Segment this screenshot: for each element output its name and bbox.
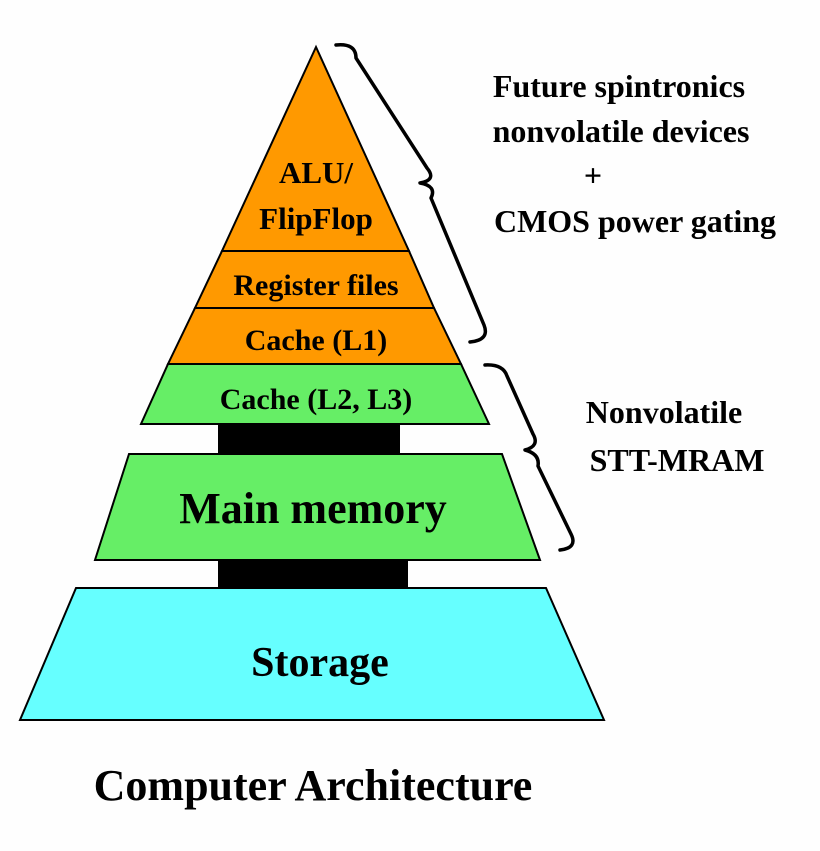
level-cache-l2-l3 (139, 363, 491, 425)
label-alu: ALU/ (279, 155, 353, 190)
brace-spintronics (334, 43, 488, 344)
note-stt-line1: Nonvolatile (586, 394, 742, 430)
label-flipflop: FlipFlop (259, 201, 373, 236)
level-storage (18, 587, 606, 721)
connector-main-storage (218, 560, 408, 588)
diagram-title: Computer Architecture (94, 761, 533, 810)
label-cache-l2-l3: Cache (L2, L3) (220, 383, 412, 416)
note-spintronics-line1: Future spintronics (493, 68, 745, 104)
note-spintronics-plus: + (584, 157, 602, 193)
note-spintronics-line2: nonvolatile devices (493, 113, 750, 149)
note-stt-line2: STT-MRAM (590, 442, 765, 478)
note-spintronics-line3: CMOS power gating (494, 203, 776, 239)
label-cache-l1: Cache (L1) (245, 324, 387, 357)
label-register-files: Register files (233, 269, 398, 302)
brace-stt-mram (483, 363, 575, 552)
label-main-memory: Main memory (179, 484, 447, 533)
label-storage: Storage (251, 640, 389, 686)
connector-l2-main (218, 424, 400, 454)
level-main-memory (93, 453, 542, 561)
